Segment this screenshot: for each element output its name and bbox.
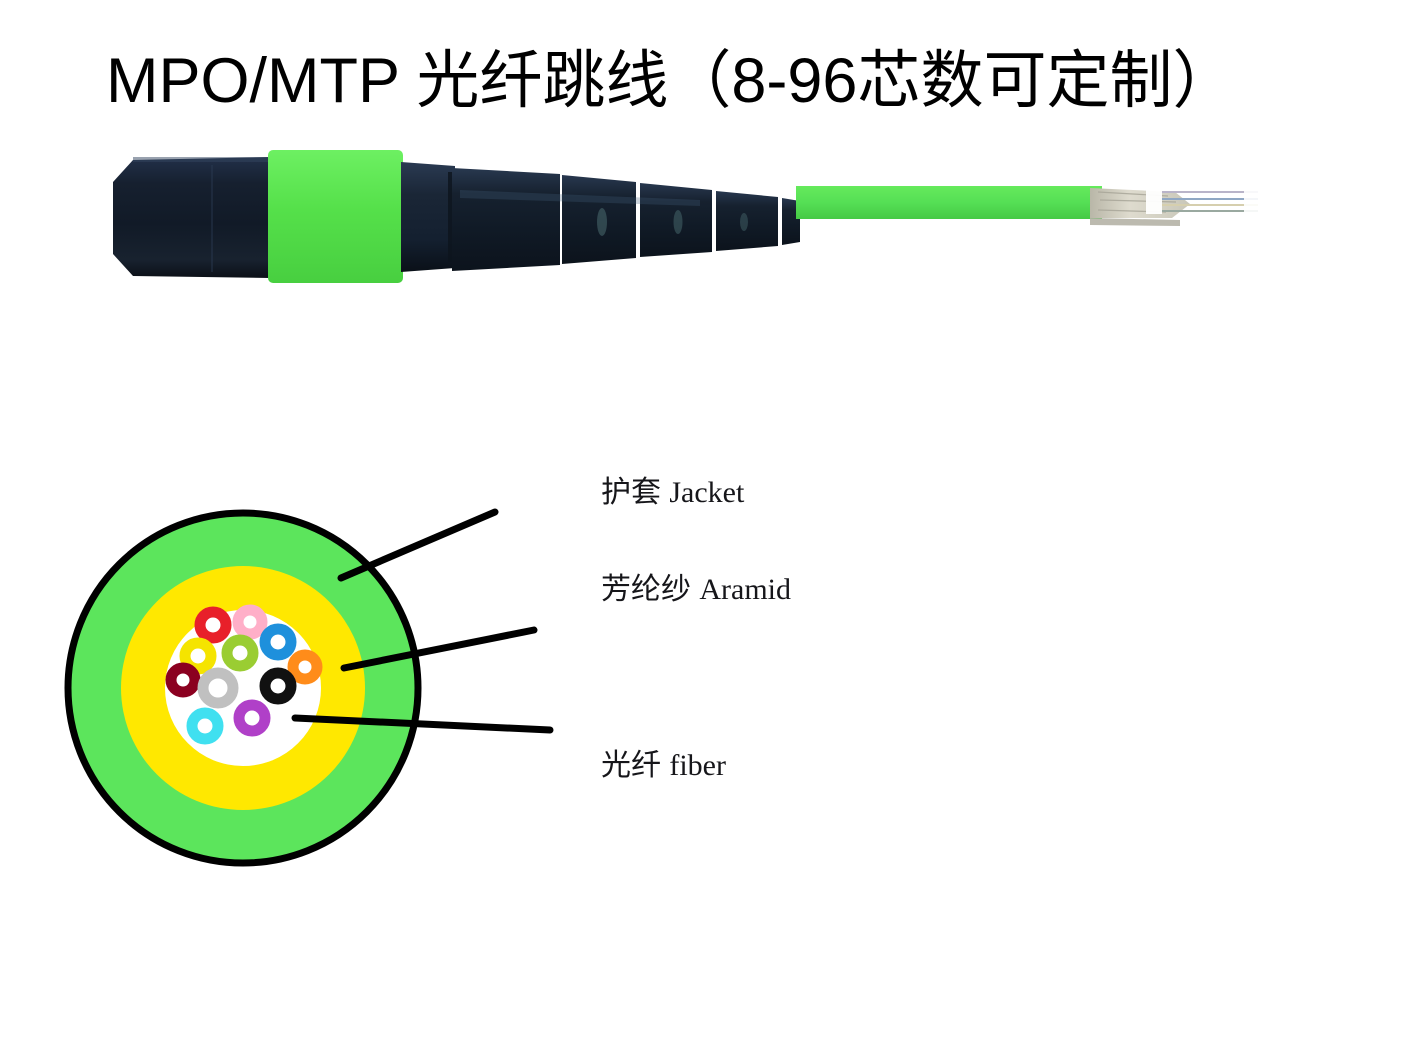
fiber-slate xyxy=(197,667,239,709)
fiber-orange xyxy=(287,649,323,685)
cable-cross-section-diagram xyxy=(64,508,554,867)
fiber-violet xyxy=(233,699,271,737)
callout-aramid-en: Aramid xyxy=(699,573,791,606)
strain-relief-body xyxy=(452,168,560,271)
relief-highlight-dot-3 xyxy=(740,213,748,231)
callout-fiber-en: fiber xyxy=(669,749,726,782)
fiber-rose xyxy=(232,604,268,640)
callout-fiber: 光纤 fiber xyxy=(601,748,726,784)
cable-jacket xyxy=(796,186,1102,219)
connector-body-highlight xyxy=(133,157,270,162)
connector-coupling-nut xyxy=(401,162,455,272)
fiber-aqua xyxy=(186,707,224,745)
fiber-black xyxy=(259,667,297,705)
callout-aramid: 芳纶纱 Aramid xyxy=(601,572,791,608)
page-title: MPO/MTP 光纤跳线（8-96芯数可定制） xyxy=(106,46,1236,116)
fiber-green xyxy=(221,634,259,672)
fiber-sleeve-near xyxy=(1146,188,1162,214)
fiber-cluster xyxy=(165,604,323,745)
strain-relief-rib-4 xyxy=(782,198,800,245)
callout-jacket-en: Jacket xyxy=(669,476,745,509)
strain-relief-rib-3 xyxy=(716,191,778,251)
callout-aramid-cn: 芳纶纱 xyxy=(601,573,691,606)
callout-fiber-cn: 光纤 xyxy=(601,749,661,782)
connector-ferrule-body xyxy=(113,157,270,278)
fiber-yellow xyxy=(179,637,217,675)
relief-highlight-dot-2 xyxy=(673,210,683,234)
relief-highlight-dot-1 xyxy=(597,208,607,236)
jacket-leader-line xyxy=(337,508,499,582)
callout-jacket: 护套 Jacket xyxy=(601,475,744,511)
fiber-sleeve-far xyxy=(1244,188,1258,212)
callout-jacket-cn: 护套 xyxy=(601,476,661,509)
leader-lines xyxy=(291,508,554,734)
aramid-leader-line xyxy=(340,626,538,672)
aramid-yarn-shadow xyxy=(1090,218,1180,226)
fiber-blue xyxy=(259,623,297,661)
connector-green-boot xyxy=(268,150,403,283)
fiber-leader-line xyxy=(291,714,554,734)
patchcord-photo xyxy=(113,150,1258,283)
fiber-brown xyxy=(165,662,201,698)
relief-top-highlight xyxy=(460,190,700,206)
fiber-red xyxy=(194,606,232,644)
